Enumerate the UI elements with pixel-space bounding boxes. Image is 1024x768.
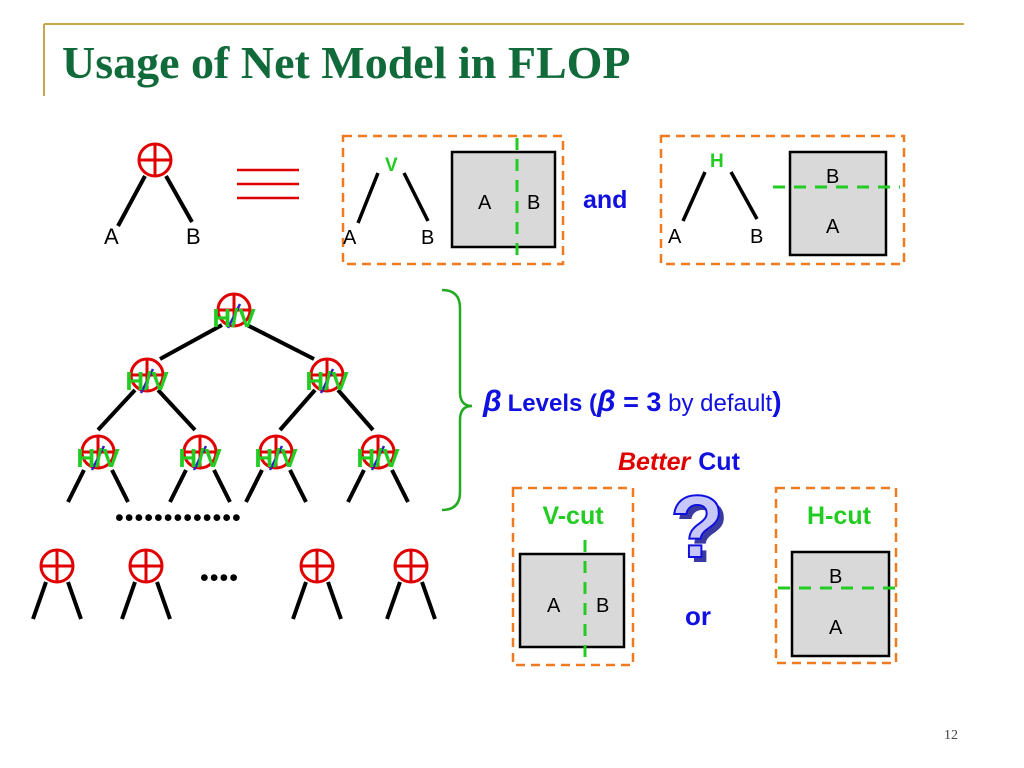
block-b-label: B [829,566,842,588]
tree-edge [110,469,130,503]
tree-edge [288,469,308,503]
cut-tree: H/V H/V H/V H/V H/V [66,292,410,503]
equivalence-icon [237,168,299,200]
brace-icon [441,288,473,512]
bottom-nodes [31,548,437,620]
tree-edge [96,388,137,432]
node-a-label: A [104,224,119,249]
hv-label: H/V [178,443,222,473]
operator-node [385,548,437,620]
node-b-label: B [750,226,763,248]
vertical-cut-box: V A B A B [341,134,565,266]
or-label: or [685,601,711,631]
hv-node: H/V [125,357,169,396]
tree-edge [346,469,366,503]
svg-text:?: ? [675,482,729,581]
hcut-option: H-cut B A [774,486,903,665]
hv-node: H/V [254,434,298,473]
hv-label: H/V [212,303,256,333]
hv-node: H/V [212,292,256,333]
tree-edge [402,172,430,222]
svg-text:?: ? [670,477,724,576]
operator-node [120,548,172,620]
operator-node [137,142,173,178]
operator-node [31,548,83,620]
block-b-label: B [527,192,540,214]
tree-edge [244,469,264,503]
vcut-label: V-cut [542,502,604,530]
tree-edge [164,175,194,223]
tree-edge [729,171,759,220]
hcut-label: H-cut [807,502,872,530]
hv-label: H/V [305,366,349,396]
block-b-label: B [596,595,609,617]
hv-node: H/V [305,357,349,396]
node-b-label: B [186,224,201,249]
cut-h-label: H [710,151,724,172]
block-rectangle [450,150,557,249]
block-rectangle [518,552,626,649]
cut-v-label: V [385,155,398,176]
hv-node: H/V [356,434,400,473]
tree-edge [116,175,147,227]
hv-label: H/V [356,443,400,473]
ellipsis-dots: •••• [200,564,239,592]
node-b-label: B [421,227,434,249]
block-a-label: A [547,595,561,617]
page-number: 12 [944,728,958,743]
tree-edge [246,323,315,361]
node-a-label: A [668,226,682,248]
hv-node: H/V [76,434,120,473]
vcut-option: V-cut A B [511,486,635,667]
tree-edge [212,469,232,503]
ellipsis-dots: ••••••••••••• [115,504,242,532]
hv-label: H/V [254,443,298,473]
tree-edge [159,323,223,361]
block-rectangle [790,550,891,658]
block-b-label: B [826,166,839,188]
tree-edge [66,469,86,503]
hv-label: H/V [76,443,120,473]
tree-edge [168,469,188,503]
tree-edge [336,388,375,432]
page-title: Usage of Net Model in FLOP [62,37,631,88]
question-icon: ? ? [669,476,729,581]
tree-edge [278,388,317,432]
and-label: and [583,186,627,214]
tree-edge [356,172,380,224]
node-a-label: A [343,227,357,249]
horizontal-cut-box: H A B B A [659,134,906,266]
block-rectangle [788,150,888,257]
operator-node [291,548,343,620]
block-a-label: A [829,617,843,639]
tree-edge [390,469,410,503]
tree-edge [681,171,707,222]
hv-label: H/V [125,366,169,396]
block-a-label: A [826,216,840,238]
hv-node: H/V [178,434,222,473]
block-a-label: A [478,192,492,214]
tree-edge [156,388,197,432]
